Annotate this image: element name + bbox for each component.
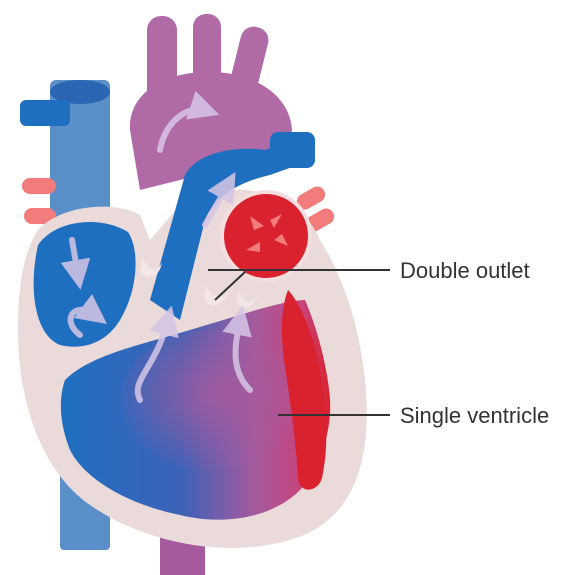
label-double-outlet: Double outlet [400, 258, 530, 283]
mixing-zone [120, 330, 300, 470]
label-single-ventricle: Single ventricle [400, 403, 549, 428]
left-atrium [222, 192, 310, 280]
